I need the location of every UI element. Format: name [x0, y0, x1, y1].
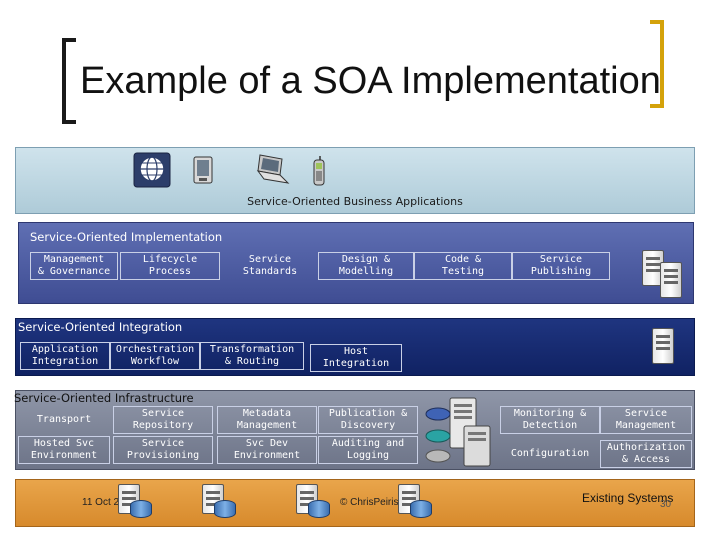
copyright-text: © ChrisPeiris.com	[340, 497, 421, 508]
infrastructure-title: Service-Oriented Infrastructure	[14, 391, 194, 405]
infra-publication-discovery: Publication & Discovery	[318, 406, 418, 434]
infra-auditing-logging: Auditing and Logging	[318, 436, 418, 464]
infra-metadata-management: Metadata Management	[217, 406, 317, 434]
impl-service-standards: Service Standards	[242, 254, 298, 277]
integration-title: Service-Oriented Integration	[18, 320, 183, 334]
page-title: Example of a SOA Implementation	[80, 60, 661, 102]
impl-code-testing: Code & Testing	[414, 252, 512, 280]
business-applications-band	[15, 147, 695, 214]
integ-orchestration-workflow: Orchestration Workflow	[110, 342, 200, 370]
infra-service-provisioning: Service Provisioning	[113, 436, 213, 464]
integration-band	[15, 318, 695, 376]
infra-service-management: Service Management	[600, 406, 692, 434]
existing-database-icon-2	[214, 500, 236, 518]
existing-database-icon-4	[410, 500, 432, 518]
implementation-band	[18, 222, 694, 304]
business-applications-label: Service-Oriented Business Applications	[247, 195, 463, 208]
slide-date: 11 Oct 2006	[82, 497, 136, 508]
title-bracket-right	[650, 20, 664, 108]
existing-systems-title: Existing Systems	[582, 491, 674, 505]
page-number: 30	[660, 499, 672, 510]
integration-server-icon	[652, 328, 674, 364]
infra-svc-dev-environment: Svc Dev Environment	[217, 436, 317, 464]
monitor-icon	[193, 156, 213, 184]
phone-icon	[313, 156, 325, 186]
impl-lifecycle-process: Lifecycle Process	[120, 252, 220, 280]
infra-authorization-access: Authorization & Access	[600, 440, 692, 468]
infra-transport: Transport	[36, 414, 92, 425]
existing-database-icon-1	[130, 500, 152, 518]
infrastructure-server-stack-icon	[425, 397, 491, 467]
globe-icon	[133, 152, 171, 188]
integ-application-integration: Application Integration	[20, 342, 110, 370]
laptop-icon	[256, 154, 290, 184]
existing-database-icon-3	[308, 500, 330, 518]
impl-design-modelling: Design & Modelling	[318, 252, 414, 280]
infra-hosted-svc-environment: Hosted Svc Environment	[18, 436, 110, 464]
implementation-server-icon-2	[660, 262, 682, 298]
integ-host-integration: Host Integration	[310, 344, 402, 372]
impl-management-governance: Management & Governance	[30, 252, 118, 280]
impl-service-publishing: Service Publishing	[512, 252, 610, 280]
title-bracket-left	[62, 38, 76, 124]
implementation-title: Service-Oriented Implementation	[30, 230, 223, 244]
integ-transformation-routing: Transformation & Routing	[200, 342, 304, 370]
infrastructure-band	[15, 390, 695, 470]
infra-configuration: Configuration	[510, 448, 590, 459]
infra-service-repository: Service Repository	[113, 406, 213, 434]
infra-monitoring-detection: Monitoring & Detection	[500, 406, 600, 434]
